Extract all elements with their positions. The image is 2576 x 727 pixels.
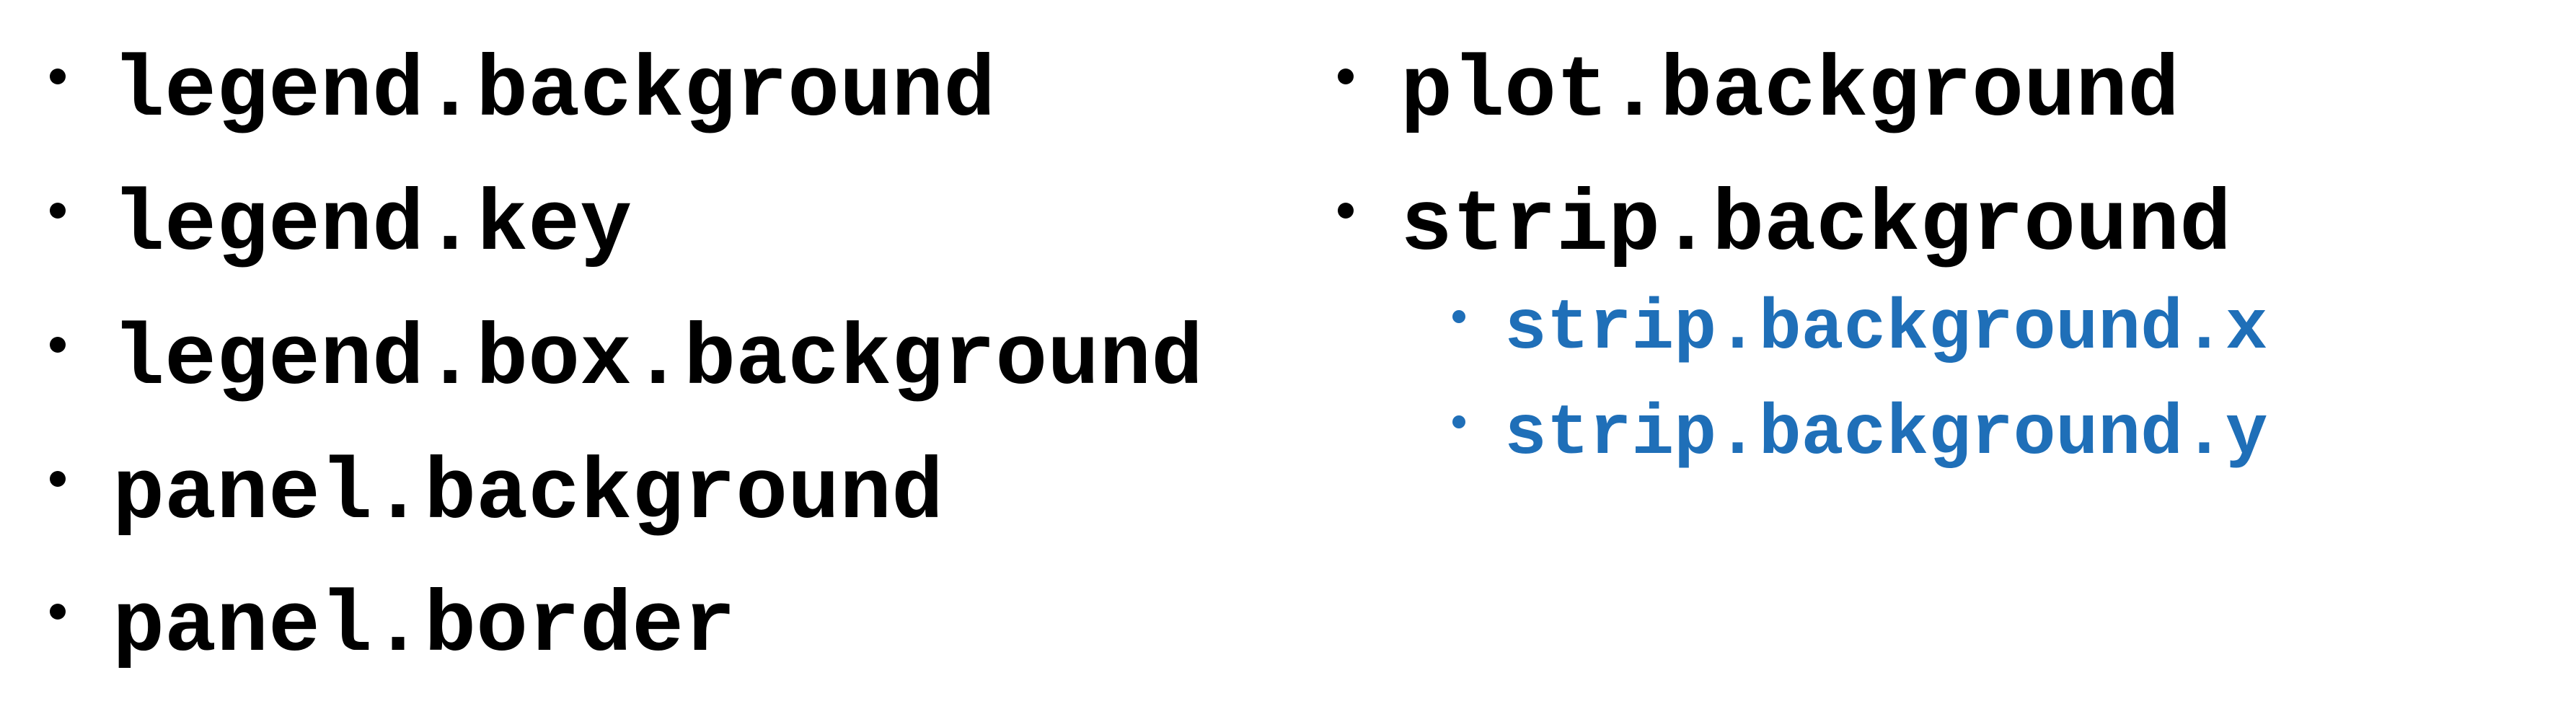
sub-list-item-text: strip.background.y [1504, 395, 2268, 475]
list-item-text: strip.background [1401, 177, 2232, 276]
list-item-text: panel.background [113, 446, 944, 544]
list-item: panel.border [50, 584, 736, 671]
list-item: plot.background [1338, 49, 2179, 136]
list-item-text: legend.background [113, 43, 996, 141]
sub-list-item: strip.background.x [1452, 294, 2268, 365]
list-item: legend.box.background [50, 317, 1203, 404]
sub-list-item: strip.background.y [1452, 400, 2268, 470]
sub-list-item-text: strip.background.x [1504, 289, 2268, 369]
list-item: legend.key [50, 183, 632, 270]
list-item-text: panel.border [113, 578, 736, 677]
list-item: panel.background [50, 451, 943, 538]
list-item: strip.background [1338, 183, 2231, 270]
list-item-text: legend.box.background [113, 312, 1204, 410]
list-item: legend.background [50, 49, 995, 136]
list-item-text: legend.key [113, 177, 632, 276]
list-item-text: plot.background [1401, 43, 2180, 141]
